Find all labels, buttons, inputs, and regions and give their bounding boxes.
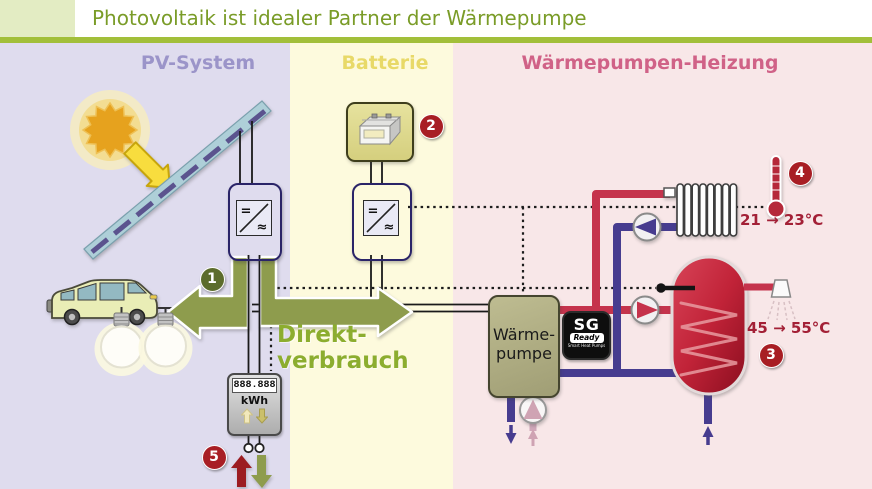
heat-pump-label-line1: Wärme- <box>492 325 556 344</box>
ac-symbol: ≈ <box>257 220 268 235</box>
sg-ready-middle: Ready <box>569 333 604 343</box>
pv-inverter: = ≈ <box>228 183 282 261</box>
step-badge-2: 2 <box>418 113 444 139</box>
step-badge-3: 3 <box>758 342 784 368</box>
car-icon <box>46 279 158 326</box>
step-badge-1: 1 <box>199 266 225 292</box>
arrow-up-icon <box>528 429 538 439</box>
grid-import-arrow-icon <box>231 455 252 487</box>
hot-water-temperature-label: 45 → 55°C <box>747 319 831 337</box>
pump-brine-icon <box>519 396 547 424</box>
heat-pump-label-line2: pumpe <box>496 344 552 363</box>
meter-unit-label: kWh <box>240 394 269 407</box>
step-badge-4: 4 <box>787 160 813 186</box>
battery-inverter: = ≈ <box>352 183 412 261</box>
arrow-up-icon <box>702 426 714 437</box>
meter-display: 888.888 <box>232 378 277 393</box>
battery-icon <box>358 113 402 146</box>
meter-terminals <box>243 431 265 454</box>
supply-pipe-radiator <box>592 190 670 314</box>
zone-label-heating: Wärmepumpen-Heizung <box>521 52 779 74</box>
thermometer-icon <box>766 155 786 219</box>
energy-meter: 888.888 kWh <box>227 373 282 436</box>
inverter-symbol-panel: = ≈ <box>363 200 399 236</box>
pv-dc-wires <box>239 121 253 183</box>
dc-symbol: = <box>368 204 379 219</box>
heating-coil <box>679 301 738 377</box>
radiator-temperature-label: 21 → 23°C <box>740 211 824 229</box>
sunlight-arrow-icon <box>123 141 171 189</box>
dc-symbol: = <box>241 204 252 219</box>
ac-symbol: ≈ <box>384 220 395 235</box>
header-divider <box>0 37 872 43</box>
direct-use-arrow-right <box>258 255 414 338</box>
inverter-symbol-panel: = ≈ <box>236 200 272 236</box>
sg-ready-badge: SG Ready Smart Heat Pumps <box>562 311 611 360</box>
light-bulb-icons <box>94 307 193 376</box>
solar-panel-icon <box>83 100 272 260</box>
arrow-down-icon <box>505 433 517 444</box>
hot-water-tank-icon <box>670 255 748 396</box>
shower-icon <box>744 279 796 321</box>
bulb-icon <box>138 312 193 375</box>
step-badge-5: 5 <box>201 444 227 470</box>
page-title: Photovoltaik ist idealer Partner der Wär… <box>92 6 587 30</box>
radiator-icon <box>663 183 738 237</box>
zone-label-battery: Batterie <box>341 52 429 74</box>
pump-radiator-icon <box>632 212 662 242</box>
flow-arrows <box>505 425 714 446</box>
sg-ready-bottom: Smart Heat Pumps <box>567 343 606 348</box>
meter-wires <box>247 255 261 374</box>
direct-use-label: Direkt- verbrauch <box>277 322 409 374</box>
title-accent-block <box>0 0 75 37</box>
meter-arrow-down-icon <box>256 408 268 424</box>
battery-unit <box>346 102 414 162</box>
meter-arrow-up-icon <box>241 408 253 424</box>
zone-label-pv: PV-System <box>140 52 256 74</box>
pump-tank-icon <box>630 295 660 325</box>
sg-ready-top: SG <box>573 315 600 334</box>
grid-export-arrow-icon <box>251 455 272 488</box>
temperature-sensor-icon <box>656 283 695 293</box>
heat-pump-unit: Wärme- pumpe <box>488 295 560 398</box>
title-bar: Photovoltaik ist idealer Partner der Wär… <box>0 0 872 37</box>
